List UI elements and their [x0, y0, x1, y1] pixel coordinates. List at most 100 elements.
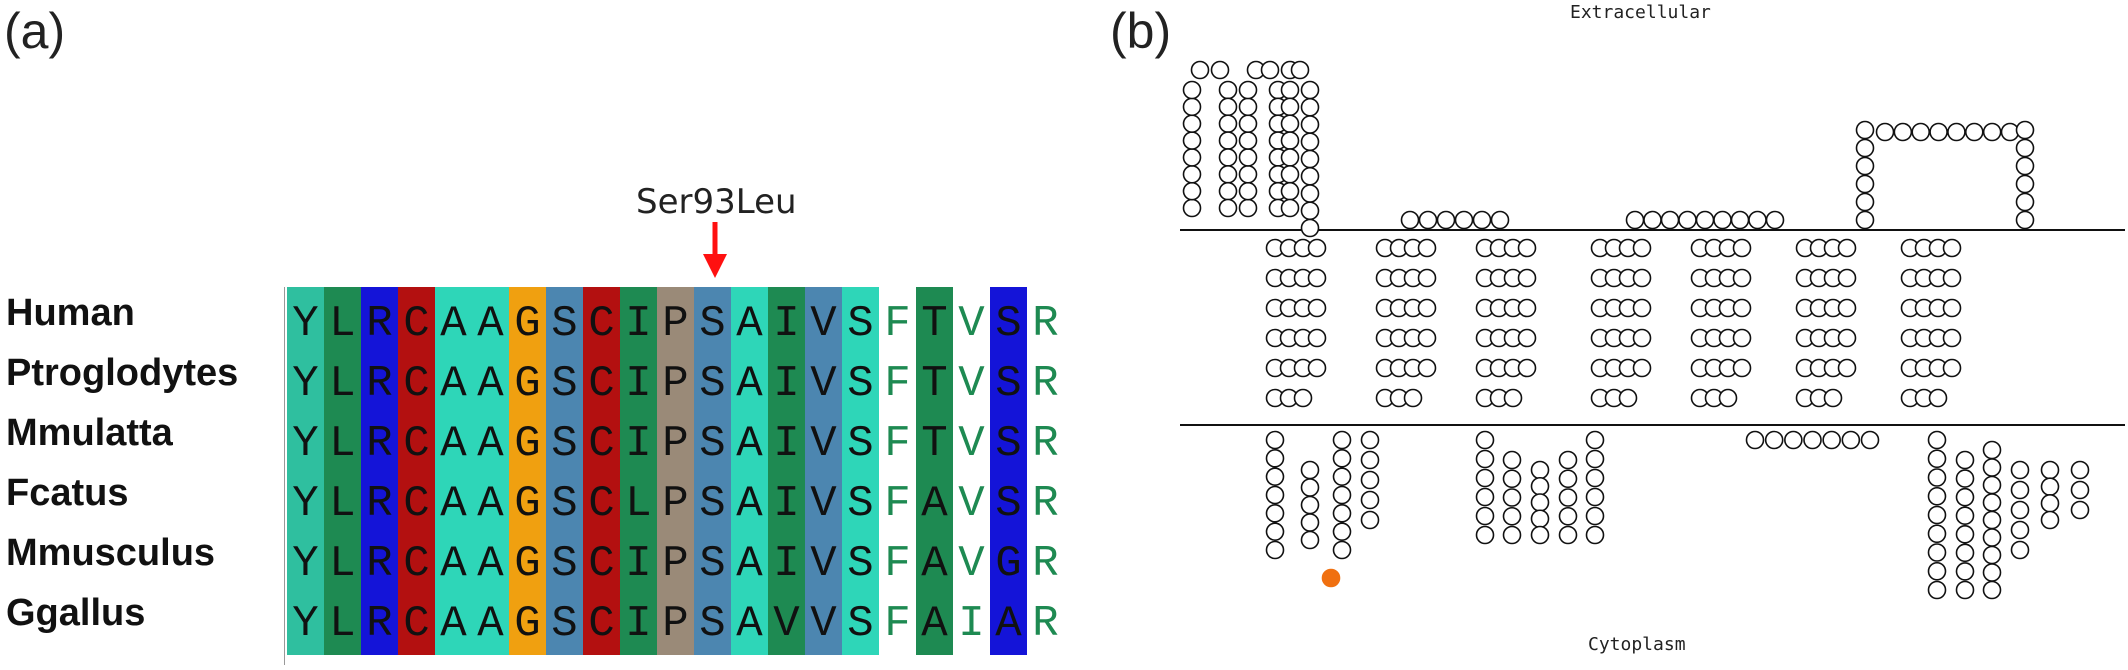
residue-circle	[1855, 210, 1875, 230]
residue-letter: S	[995, 419, 1021, 469]
residue-circle	[1280, 80, 1300, 100]
residue-letter: A	[477, 539, 504, 589]
residue-letter: G	[514, 419, 540, 469]
residue-circle	[1280, 148, 1300, 167]
residue-circle	[1558, 506, 1578, 526]
residue-letter: A	[477, 299, 504, 349]
residue-circle	[1955, 506, 1975, 526]
residue-letter: A	[440, 359, 467, 409]
residue-circle	[1942, 268, 1962, 288]
residue-circle	[1837, 298, 1857, 318]
residue-circle	[1300, 513, 1320, 532]
residue-circle	[1418, 210, 1438, 230]
residue-letter: A	[440, 599, 467, 649]
residue-circle	[1182, 131, 1202, 150]
residue-circle	[1182, 181, 1202, 201]
residue-letter: L	[329, 299, 355, 349]
species-label: Mmulatta	[6, 412, 173, 454]
residue-letter: V	[810, 299, 837, 349]
residue-letter: L	[329, 359, 355, 409]
extracellular-label: Extracellular	[1570, 2, 1711, 23]
residue-letter: G	[514, 359, 540, 409]
residue-circle	[1300, 132, 1320, 152]
residue-circle	[1632, 298, 1652, 318]
residue-circle	[2040, 494, 2060, 513]
species-label: Mmusculus	[6, 532, 216, 574]
residue-letter: S	[699, 359, 725, 409]
alignment-column	[842, 287, 879, 655]
membrane-topology-diagram	[1180, 60, 2125, 600]
species-label: Ptroglodytes	[6, 352, 239, 394]
species-label: Fcatus	[6, 472, 129, 514]
residue-letter: S	[551, 359, 577, 409]
residue-letter: C	[588, 359, 614, 409]
residue-letter: A	[921, 479, 948, 529]
alignment-column	[435, 287, 472, 655]
residue-circle	[1300, 218, 1320, 238]
residue-circle	[1360, 450, 1380, 470]
residue-circle	[1678, 210, 1697, 230]
residue-circle	[1218, 131, 1238, 150]
residue-circle	[1927, 561, 1947, 581]
residue-circle	[1927, 468, 1947, 487]
residue-circle	[2010, 480, 2030, 500]
residue-circle	[1730, 210, 1750, 230]
residue-circle	[1517, 358, 1537, 378]
residue-circle	[1955, 469, 1975, 488]
residue-circle	[1942, 328, 1962, 348]
residue-circle	[1502, 506, 1522, 526]
residue-circle	[1307, 238, 1327, 258]
residue-circle	[1182, 198, 1202, 218]
alignment-column	[694, 287, 731, 655]
residue-letter: F	[884, 599, 910, 649]
alignment-column	[731, 287, 768, 655]
residue-circle	[1300, 478, 1320, 497]
residue-circle	[1955, 524, 1975, 544]
residue-letter: F	[884, 419, 910, 469]
residue-circle	[1927, 486, 1947, 506]
residue-circle	[1265, 540, 1285, 560]
residue-circle	[1403, 388, 1423, 408]
residue-letter: S	[551, 419, 577, 469]
residue-circle	[1745, 430, 1765, 450]
residue-circle	[1955, 580, 1975, 600]
residue-letter: Y	[292, 479, 318, 529]
residue-circle	[1632, 268, 1652, 288]
residue-letter: C	[403, 419, 429, 469]
alignment-column	[916, 287, 953, 655]
residue-circle	[1517, 268, 1537, 288]
residue-letter: C	[403, 539, 429, 589]
residue-letter: R	[1032, 479, 1058, 529]
residue-circle	[1238, 164, 1258, 184]
residue-letter: V	[958, 299, 985, 349]
residue-letter: S	[699, 479, 725, 529]
residue-letter: L	[329, 419, 355, 469]
residue-letter: V	[810, 599, 837, 649]
residue-circle	[1860, 430, 1880, 450]
residue-circle	[1300, 166, 1320, 186]
residue-letter: S	[995, 299, 1021, 349]
residue-circle	[1300, 149, 1320, 169]
residue-letter: V	[810, 359, 837, 409]
residue-circle	[1300, 97, 1320, 117]
residue-letter: G	[514, 299, 540, 349]
residue-circle	[1502, 450, 1522, 470]
residue-letter: S	[699, 539, 725, 589]
residue-circle	[1982, 440, 2002, 460]
residue-circle	[2010, 520, 2030, 540]
residue-circle	[1238, 80, 1258, 100]
residue-letter: S	[699, 299, 725, 349]
alignment-column	[546, 287, 583, 655]
residue-circle	[1332, 540, 1352, 560]
residue-letter: S	[551, 539, 577, 589]
residue-letter: C	[403, 359, 429, 409]
residue-circle	[1454, 210, 1474, 230]
residue-letter: C	[403, 479, 429, 529]
residue-circle	[1360, 490, 1380, 510]
residue-circle	[1695, 210, 1715, 230]
residue-letter: S	[699, 419, 725, 469]
residue-circle	[1942, 238, 1962, 258]
residue-circle	[1332, 485, 1352, 505]
residue-letter: R	[366, 419, 392, 469]
residue-circle	[1218, 80, 1238, 100]
